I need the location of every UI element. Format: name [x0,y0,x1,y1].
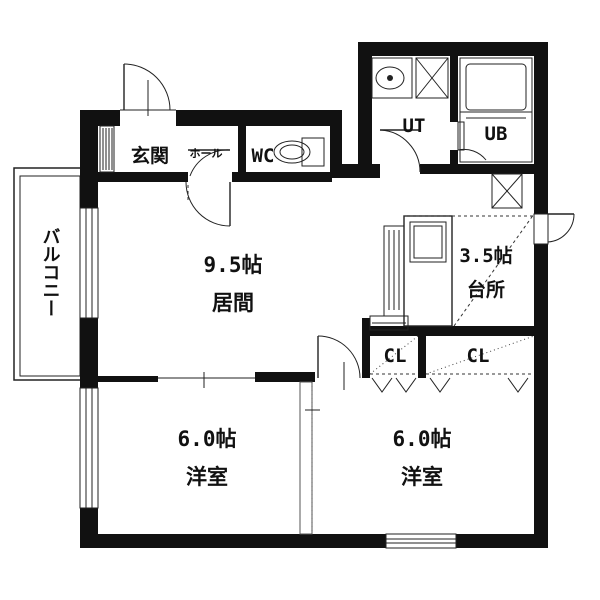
western-right-name-label: 洋室 [401,465,443,489]
balcony: バルコニー [13,167,85,381]
closets [369,335,535,393]
wc-fixtures [99,125,325,173]
kitchen-name-label: 台所 [467,278,505,301]
windows [79,121,549,549]
living-size-label: 9.5帖 [204,253,263,277]
toilet-label: WC [252,145,275,167]
bath-fixtures [371,57,533,163]
doors [120,63,575,534]
western-left-name-label: 洋室 [186,465,228,489]
closet-1-label: CL [384,345,407,367]
exterior-walls [80,42,548,548]
kitchen-fixtures [369,173,535,331]
hall-label: ホール [190,147,223,160]
kitchen-size-label: 3.5帖 [459,244,512,267]
bath-label: UB [485,123,508,145]
utility-label: UT [403,115,426,137]
closet-2-label: CL [467,345,490,367]
living-name-label: 居間 [212,291,254,315]
entrance-label: 玄関 [131,144,169,167]
western-left-size-label: 6.0帖 [178,427,237,451]
room-labels: 玄関 ホール WC UT UB 9.5帖 居間 3.5帖 台所 CL CL 6.… [131,115,513,489]
balcony-label: バルコニー [40,227,61,317]
western-right-size-label: 6.0帖 [393,427,452,451]
